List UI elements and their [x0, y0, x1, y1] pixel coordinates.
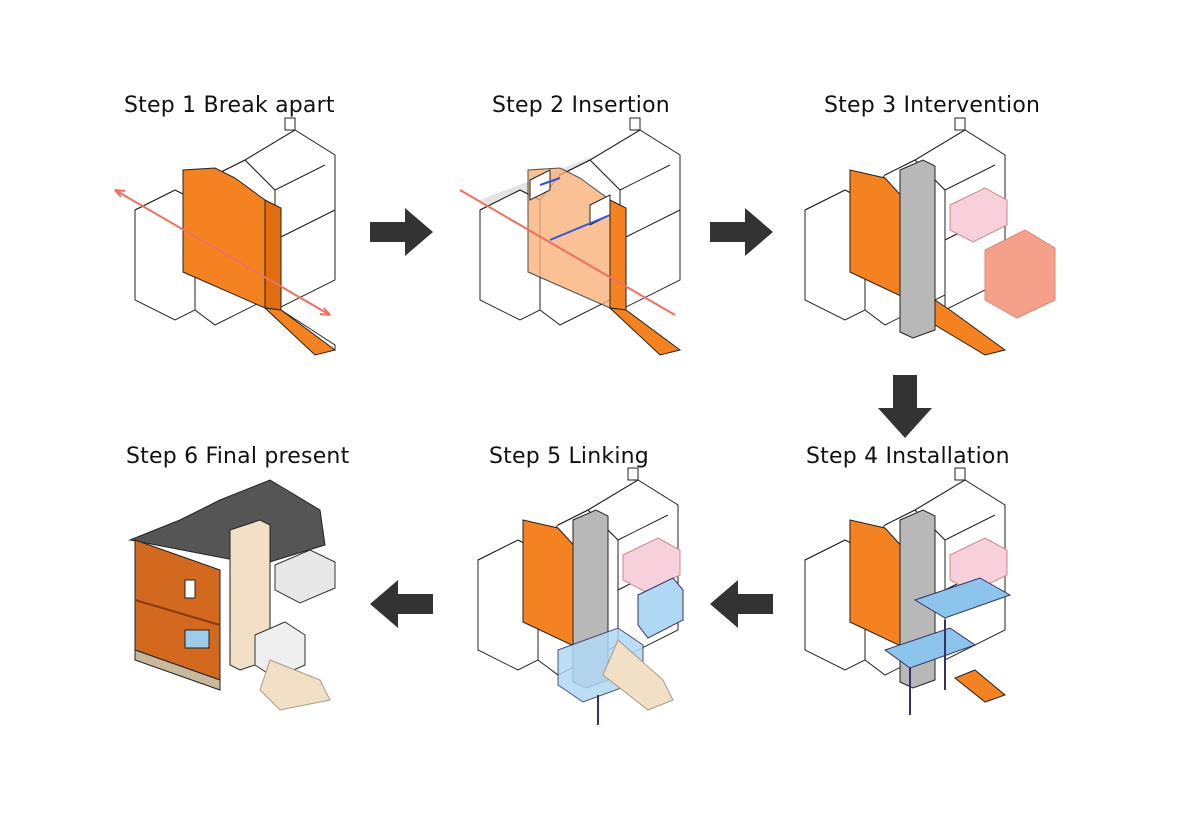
arrow-left-icon — [370, 580, 433, 628]
step-1-illustration — [114, 117, 337, 356]
step-5-title: Step 5 Linking — [489, 444, 649, 469]
arrow-down-icon — [878, 375, 932, 438]
step-1-title: Step 1 Break apart — [124, 93, 335, 118]
step-3-title: Step 3 Intervention — [824, 93, 1041, 118]
step-3-illustration — [804, 117, 1056, 356]
arrow-right-icon — [370, 208, 433, 256]
step-4-title: Step 4 Installation — [806, 444, 1010, 469]
step-2-illustration — [459, 117, 682, 356]
step-5-illustration — [477, 467, 684, 725]
arrow-right-icon — [710, 208, 773, 256]
arrow-left-icon — [710, 580, 773, 628]
step-6-illustration — [128, 479, 336, 711]
step-6-title: Step 6 Final present — [126, 444, 350, 469]
step-4-illustration — [804, 467, 1012, 715]
step-2-title: Step 2 Insertion — [492, 93, 670, 118]
